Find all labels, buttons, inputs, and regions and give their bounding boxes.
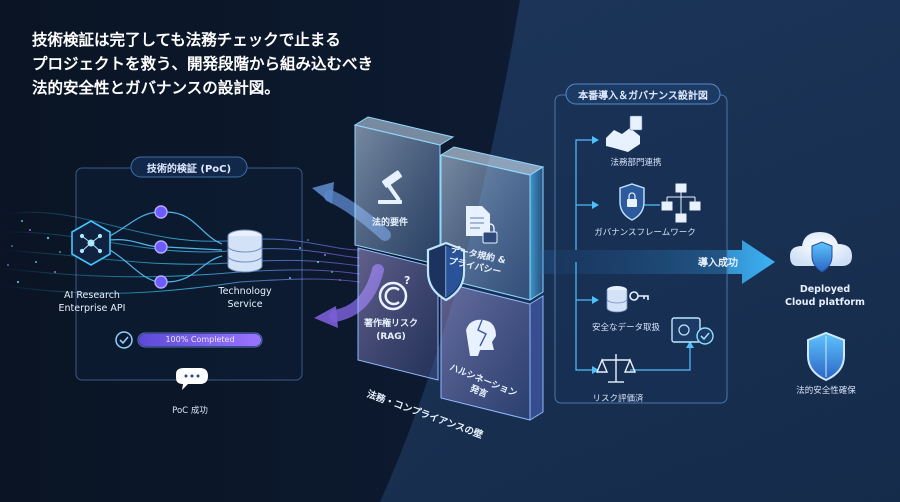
network-icon: [79, 233, 103, 254]
lock-shield-icon: [619, 183, 645, 221]
headline: 技術検証は完了しても法務チェックで止まる プロジェクトを救う、開発段階から組み込…: [32, 28, 452, 100]
deployed-label-line-1: Deployed: [799, 284, 851, 295]
progress-fill: [139, 334, 261, 346]
block-copyright-line-2: (RAG): [376, 332, 406, 342]
broken-head-icon: [466, 319, 496, 356]
poc-success-label: PoC 成功: [172, 406, 208, 416]
database-key-icon: [606, 286, 649, 313]
block-copyright-label: 著作権リスク (RAG): [364, 318, 418, 344]
api-label-line-1: AI Research: [64, 290, 120, 301]
headline-line-2: プロジェクトを救う、開発段階から組み込むべき: [32, 55, 374, 73]
svg-text:?: ?: [404, 274, 410, 287]
flow-nodes: [154, 205, 168, 289]
document-lock-icon: [466, 206, 498, 244]
service-label-line-2: Service: [227, 299, 263, 310]
progress-label: 100% Completed: [165, 335, 235, 344]
data-handling-label: 安全なデータ取扱: [591, 323, 660, 333]
api-label: AI Research Enterprise API: [40, 289, 144, 315]
chat-bubble-icon: [176, 368, 208, 390]
legal-dept-label: 法務部門連携: [610, 158, 662, 168]
risk-label: リスク評価済: [592, 394, 644, 404]
scales-icon: [595, 354, 637, 383]
headline-line-3: 法的安全性とガバナンスの設計図。: [32, 79, 280, 97]
data-stream: [0, 211, 361, 294]
hub-connectors: [109, 211, 223, 283]
copyright-icon: ?: [378, 274, 410, 311]
safety-shield-icon: [807, 331, 845, 382]
service-label-line-1: Technology: [218, 286, 272, 297]
poc-title-pill: [130, 156, 248, 178]
deployed-label: Deployed Cloud platform: [776, 283, 874, 309]
center-shield-icon: [426, 241, 466, 302]
safe-check-icon: [671, 317, 714, 345]
success-arrow-label: 導入成功: [698, 258, 738, 269]
headline-line-1: 技術検証は完了しても法務チェックで止まる: [32, 31, 341, 49]
deployed-label-line-2: Cloud platform: [785, 297, 865, 308]
production-panel: [554, 94, 728, 404]
check-circle-icon: [115, 331, 133, 349]
service-label: Technology Service: [200, 285, 290, 311]
poc-panel: [75, 167, 303, 381]
org-chart-icon: [661, 183, 701, 223]
production-title-pill: [565, 83, 721, 105]
block-legal-label: 法的要件: [372, 218, 409, 228]
gavel-icon: [378, 170, 403, 204]
cloud-shield-icon: [790, 232, 852, 273]
handshake-icon: [606, 115, 643, 152]
production-connectors: [575, 139, 691, 371]
database-icon: [227, 229, 263, 273]
poc-title: 技術的検証 (PoC): [146, 164, 232, 175]
governance-label: ガバナンスフレームワーク: [594, 228, 696, 238]
production-title: 本番導入＆ガバナンス設計図: [578, 91, 708, 102]
block-copyright-line-1: 著作権リスク: [364, 319, 419, 329]
api-label-line-2: Enterprise API: [58, 303, 126, 314]
safety-label: 法的安全性確保: [796, 386, 856, 396]
